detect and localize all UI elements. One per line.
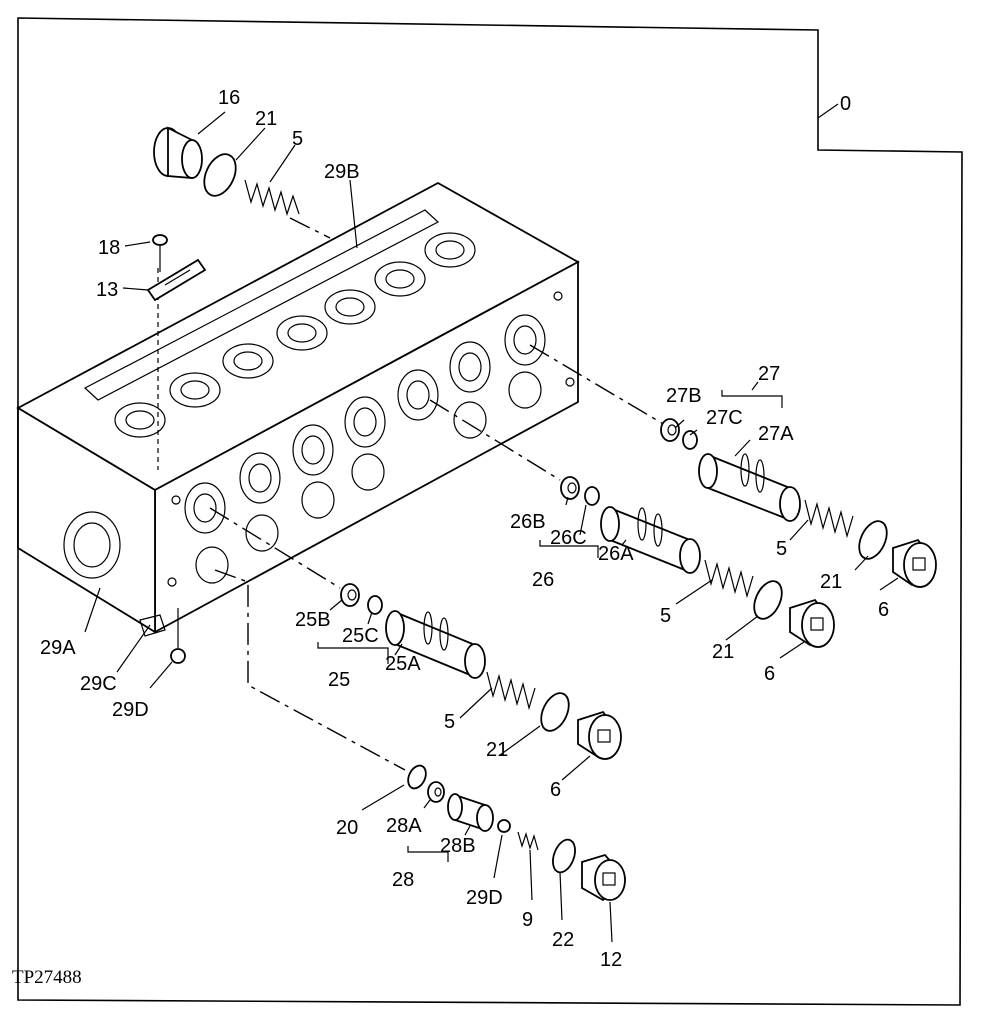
callout-29D-left: 29D — [112, 699, 149, 721]
callout-12: 12 — [600, 949, 622, 971]
spring-9 — [517, 831, 539, 851]
o-ring-20 — [407, 764, 427, 790]
spool-27-group — [660, 418, 937, 588]
o-ring-21-top — [203, 153, 237, 197]
callout-6-r1: 6 — [878, 599, 889, 621]
callout-0: 0 — [840, 93, 851, 115]
callout-29D-bottom: 29D — [466, 887, 503, 909]
callout-21-top: 21 — [255, 108, 277, 130]
plug-6-r1 — [892, 538, 937, 588]
callout-0-leader — [817, 103, 839, 119]
spool-26A — [600, 506, 701, 574]
plug-16 — [153, 126, 203, 179]
callout-18: 18 — [98, 237, 120, 259]
part-26B — [560, 476, 580, 500]
callout-5-top: 5 — [292, 128, 303, 150]
part-27C — [682, 430, 698, 450]
callout-21-r1: 21 — [820, 571, 842, 593]
spool-25A — [385, 610, 486, 679]
callout-26A: 26A — [598, 543, 634, 565]
part-25C — [367, 595, 383, 615]
spring-5-r2 — [704, 559, 754, 599]
screw-18 — [124, 234, 168, 470]
callout-26: 26 — [532, 569, 554, 591]
spring-5-r3 — [486, 671, 536, 711]
callout-21-r2: 21 — [712, 641, 734, 663]
part-25B — [340, 583, 360, 607]
callout-13: 13 — [96, 279, 118, 301]
callout-labels: 0 16 21 5 29B 18 13 27 27B 27C 27A 26B 2… — [12, 87, 889, 988]
spool-26-group — [560, 476, 835, 648]
part-28B — [447, 793, 494, 832]
callout-9: 9 — [522, 909, 533, 931]
o-ring-21-r3 — [540, 692, 570, 732]
spool-25-group — [340, 583, 622, 760]
callout-29B: 29B — [324, 161, 360, 183]
callout-5-r3: 5 — [444, 711, 455, 733]
callout-27: 27 — [758, 363, 780, 385]
spring-5-top — [244, 179, 300, 217]
callout-22: 22 — [552, 929, 574, 951]
callout-29C: 29C — [80, 673, 117, 695]
part-27B — [660, 418, 680, 442]
ball-29D — [497, 819, 511, 833]
callout-5-r1: 5 — [776, 538, 787, 560]
callout-26B: 26B — [510, 511, 546, 533]
top-plug-group — [153, 126, 331, 239]
part-28A — [427, 781, 445, 803]
relief-28-group — [407, 764, 627, 902]
callout-25A: 25A — [385, 653, 421, 675]
plug-6-r3 — [577, 710, 622, 760]
callout-26C: 26C — [550, 527, 587, 549]
o-ring-21-r1 — [858, 520, 888, 560]
leader-lines — [84, 111, 899, 943]
callout-27B: 27B — [666, 385, 702, 407]
callout-28: 28 — [392, 869, 414, 891]
callout-28A: 28A — [386, 815, 422, 837]
spring-5-r1 — [804, 499, 854, 539]
callout-21-r3: 21 — [486, 739, 508, 761]
callout-5-r2: 5 — [660, 605, 671, 627]
plug-6-r2 — [789, 598, 835, 648]
callout-6-r3: 6 — [550, 779, 561, 801]
callout-28B: 28B — [440, 835, 476, 857]
o-ring-21-r2 — [753, 580, 783, 620]
plate-13 — [122, 258, 207, 302]
callout-25C: 25C — [342, 625, 379, 647]
frame-border — [17, 17, 963, 1006]
callout-25: 25 — [328, 669, 350, 691]
callout-16: 16 — [218, 87, 240, 109]
callout-27C: 27C — [706, 407, 743, 429]
callout-6-r2: 6 — [764, 663, 775, 685]
plug-12 — [581, 853, 627, 902]
figure-id: TP27488 — [12, 967, 82, 988]
part-29D-left — [170, 608, 186, 664]
part-26C — [584, 486, 600, 506]
callout-25B: 25B — [295, 609, 331, 631]
callout-20: 20 — [336, 817, 358, 839]
spool-27A — [698, 453, 801, 522]
callout-29A: 29A — [40, 637, 76, 659]
o-ring-22 — [552, 838, 576, 874]
callout-27A: 27A — [758, 423, 794, 445]
